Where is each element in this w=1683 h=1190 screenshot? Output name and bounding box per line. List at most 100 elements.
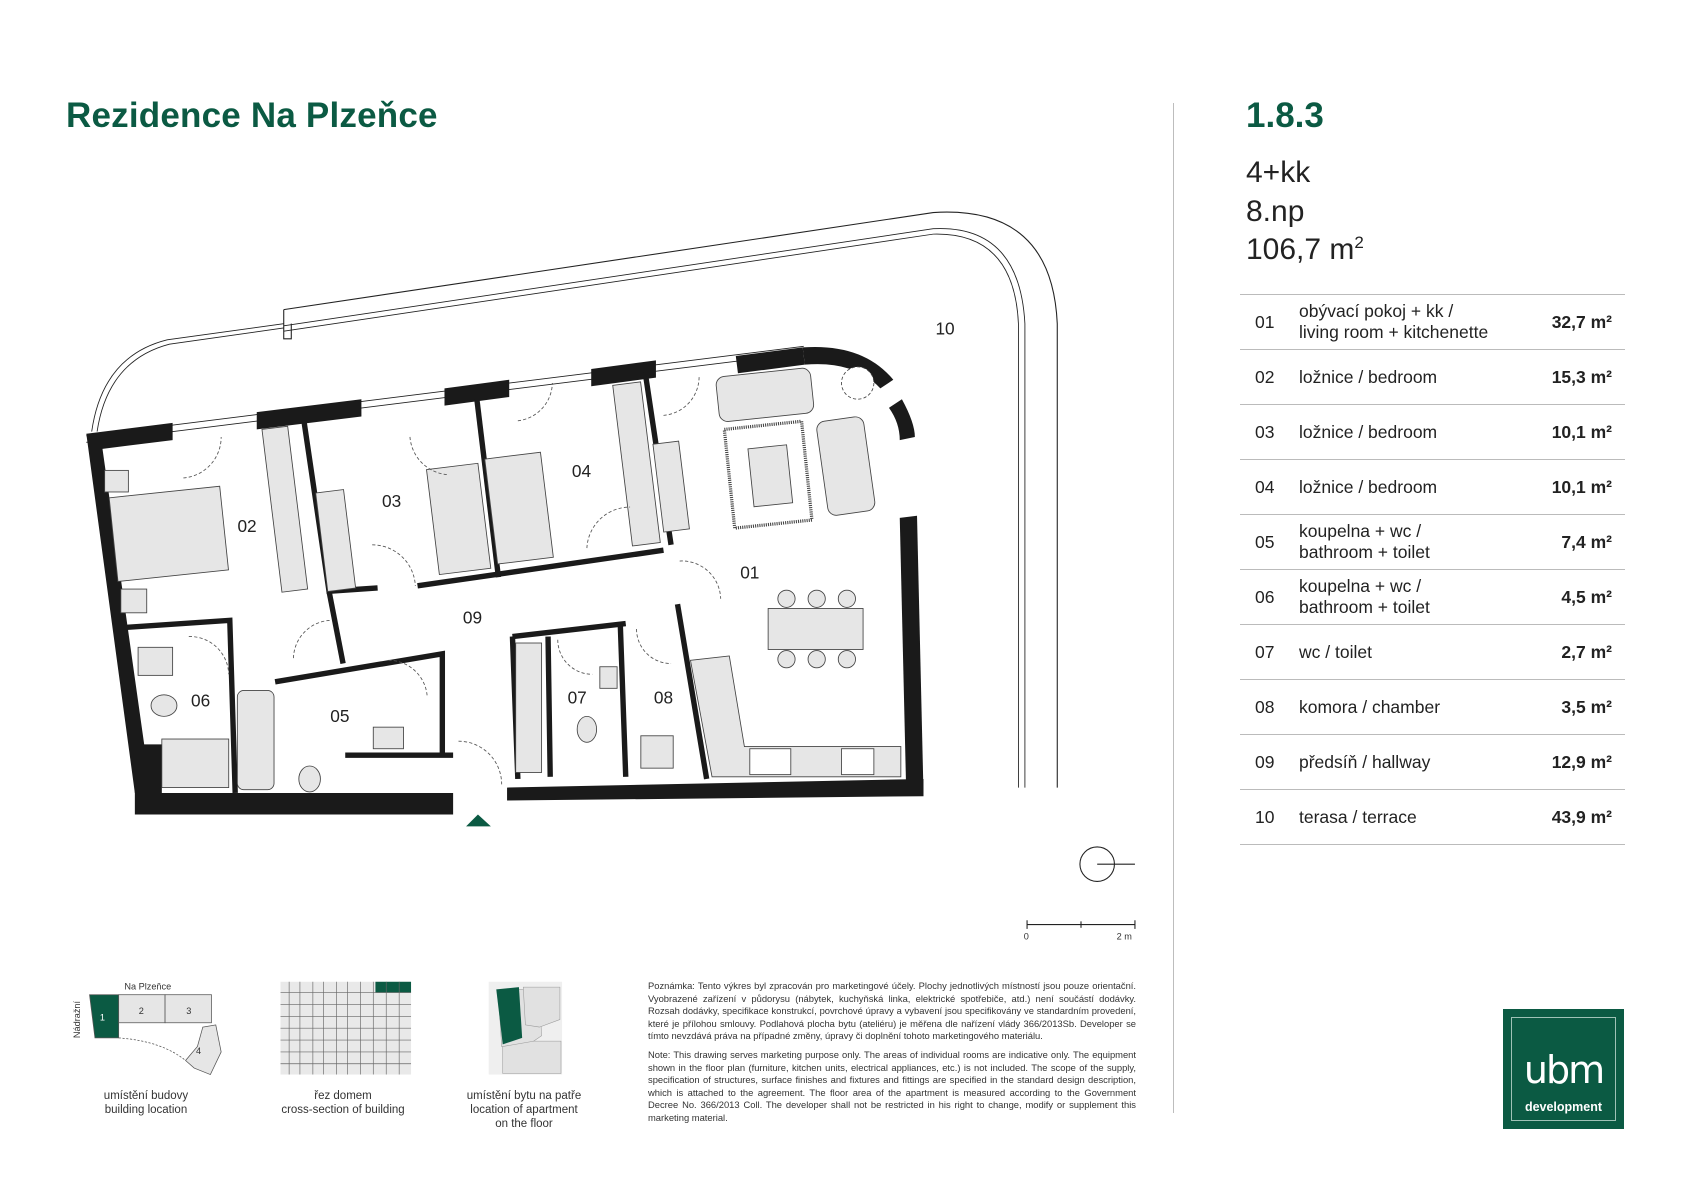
room-name: terasa / terrace [1299, 806, 1417, 827]
exterior-walls [86, 346, 924, 815]
street-label-nadrazni: Nádražní [72, 1000, 82, 1038]
room-number: 06 [1255, 586, 1275, 607]
divider [1173, 103, 1174, 1113]
sofa [715, 367, 815, 422]
ubm-logo: ubm development [1503, 1009, 1624, 1129]
room-number: 07 [1255, 641, 1275, 662]
room-name: předsíň / hallway [1299, 751, 1431, 772]
shower [161, 738, 230, 789]
door-swings [183, 375, 722, 785]
room-name: koupelna + wc /bathroom + toilet [1299, 521, 1430, 562]
wardrobe-03 [315, 489, 357, 592]
bathtub [236, 690, 275, 791]
room-label-06: 06 [191, 691, 210, 711]
room-number: 10 [1255, 806, 1275, 827]
room-label-03: 03 [382, 491, 401, 511]
room-row-08: 08 komora / chamber 3,5 m² [1240, 680, 1625, 735]
block-2: 2 [139, 1006, 144, 1016]
room-area: 3,5 m² [1561, 696, 1612, 717]
logo-mark: ubm [1523, 1048, 1605, 1092]
room-name: ložnice / bedroom [1299, 421, 1438, 442]
terrace-outline [283, 211, 1058, 788]
unit-floor: 8.np [1246, 195, 1305, 228]
room-area: 43,9 m² [1551, 806, 1612, 827]
block-3: 3 [186, 1006, 191, 1016]
planter [283, 309, 292, 340]
room-number: 04 [1255, 476, 1275, 497]
project-title: Rezidence Na Plzeňce [66, 96, 438, 135]
armchair-sofa [816, 416, 876, 516]
room-label-08: 08 [654, 687, 673, 707]
room-row-06: 06 koupelna + wc /bathroom + toilet 4,5 m² [1240, 570, 1625, 625]
room-area: 4,5 m² [1561, 586, 1612, 607]
bed-04 [484, 451, 554, 565]
unit-layout: 4+kk [1246, 156, 1311, 189]
room-area: 32,7 m² [1551, 311, 1612, 332]
room-number: 05 [1255, 531, 1275, 552]
room-area: 15,3 m² [1551, 366, 1612, 387]
room-area: 10,1 m² [1551, 476, 1612, 497]
wardrobe-02 [261, 425, 309, 593]
room-row-07: 07 wc / toilet 2,7 m² [1240, 625, 1625, 680]
note-en: Note: This drawing serves marketing purp… [648, 1048, 1136, 1123]
dining-table [767, 608, 864, 650]
room-label-02: 02 [237, 516, 256, 536]
room-number: 03 [1255, 421, 1275, 442]
wardrobe-04 [612, 381, 661, 547]
room-name: ložnice / bedroom [1299, 366, 1438, 387]
north-arrow-icon [1079, 846, 1135, 882]
plant [841, 366, 875, 400]
room-row-10: 10 terasa / terrace 43,9 m² [1240, 790, 1625, 845]
room-label-10: 10 [935, 318, 954, 338]
room-row-03: 03 ložnice / bedroom 10,1 m² [1240, 405, 1625, 460]
block-4: 4 [196, 1046, 201, 1056]
room-row-02: 02 ložnice / bedroom 15,3 m² [1240, 350, 1625, 405]
bed-03 [426, 462, 492, 576]
room-label-07: 07 [568, 687, 587, 707]
room-row-04: 04 ložnice / bedroom 10,1 m² [1240, 460, 1625, 515]
building-cross-section [280, 981, 412, 1075]
note-cz: Poznámka: Tento výkres byl zpracován pro… [648, 980, 1136, 1042]
apartment-floor-location [488, 981, 563, 1075]
room-name: ložnice / bedroom [1299, 476, 1438, 497]
room-number: 08 [1255, 696, 1275, 717]
kitchen-counter [689, 655, 902, 778]
room-name: komora / chamber [1299, 696, 1441, 717]
terrace-left-railing [91, 323, 284, 432]
room-label-09: 09 [463, 608, 482, 628]
logo-sub: development [1524, 1100, 1603, 1114]
scale-zero: 0 [1024, 932, 1029, 942]
room-area: 10,1 m² [1551, 421, 1612, 442]
building-location-map [89, 994, 222, 1076]
block-1: 1 [100, 1013, 105, 1023]
room-row-05: 05 koupelna + wc /bathroom + toilet 7,4 m² [1240, 515, 1625, 570]
room-name: wc / toilet [1299, 641, 1372, 662]
room-area: 7,4 m² [1561, 531, 1612, 552]
room-number: 02 [1255, 366, 1275, 387]
unit-area-value: 106,7 m [1246, 233, 1355, 266]
room-name: koupelna + wc /bathroom + toilet [1299, 576, 1430, 617]
room-name: obývací pokoj + kk /living room + kitche… [1299, 301, 1489, 342]
entrance-marker-icon [466, 814, 491, 827]
room-area: 2,7 m² [1561, 641, 1612, 662]
unit-area-sup: 2 [1354, 233, 1364, 252]
scale-end: 2 m [1117, 932, 1133, 942]
room-area: 12,9 m² [1551, 751, 1612, 772]
interior-walls [118, 371, 710, 794]
toilet-07 [576, 715, 598, 743]
room-label-04: 04 [572, 461, 592, 481]
room-label-05: 05 [330, 706, 349, 726]
street-label-na-plzence: Na Plzeňce [124, 981, 171, 991]
bed-02 [108, 485, 229, 583]
furniture [104, 366, 902, 793]
washing-machine [640, 735, 674, 769]
unit-code: 1.8.3 [1246, 96, 1324, 135]
coffee-table [747, 444, 794, 508]
toilet-05 [298, 765, 321, 793]
